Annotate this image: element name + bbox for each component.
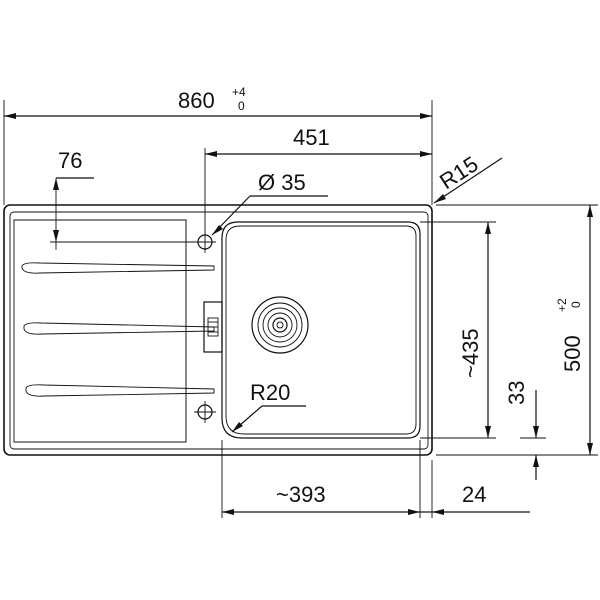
dim-overall-depth: 500 +2 0 bbox=[436, 204, 598, 456]
dim-overall-width-value: 860 bbox=[178, 88, 215, 113]
overflow-slot bbox=[203, 301, 223, 353]
dim-overall-width-tol-lower: 0 bbox=[238, 99, 245, 113]
dim-overall-depth-value: 500 bbox=[560, 335, 585, 372]
drainer-groove-1 bbox=[21, 262, 215, 274]
sink-inner-rim bbox=[9, 211, 429, 450]
dim-bowl-offset: 451 bbox=[204, 125, 432, 232]
dim-overall-width: 860 +4 0 bbox=[3, 85, 433, 205]
dim-bowl-width: ~393 bbox=[221, 440, 421, 518]
dim-bowl-depth: ~435 bbox=[420, 221, 496, 439]
dim-bowl-width-value: ~393 bbox=[276, 482, 326, 507]
dim-overall-width-tol-upper: +4 bbox=[232, 85, 246, 99]
dim-overall-depth-tol-lower: 0 bbox=[569, 301, 583, 308]
dim-corner-radius-value: R15 bbox=[435, 151, 482, 194]
dim-rim-right-value: 24 bbox=[462, 482, 486, 507]
dim-hole-diameter: Ø 35 bbox=[211, 170, 328, 236]
sink-outline bbox=[3, 204, 433, 456]
dim-drainer-offset-value: 76 bbox=[58, 148, 82, 173]
drain-icon bbox=[251, 296, 309, 354]
tap-hole-top-icon bbox=[194, 231, 216, 253]
drainer-area bbox=[13, 219, 187, 443]
drainer-groove-2 bbox=[23, 322, 215, 335]
drainer-groove-3 bbox=[25, 384, 215, 397]
dim-rim-bottom-value: 33 bbox=[504, 381, 529, 405]
bowl-inner-edge bbox=[225, 225, 417, 435]
dim-rim-bottom: 33 bbox=[504, 381, 546, 480]
tap-hole-bottom-icon bbox=[194, 401, 216, 423]
dim-bowl-offset-value: 451 bbox=[293, 125, 330, 150]
dim-rim-right: 24 bbox=[420, 460, 530, 518]
dim-overall-depth-tol-upper: +2 bbox=[555, 298, 569, 312]
dim-bowl-corner-radius: R20 bbox=[231, 380, 306, 433]
dim-bowl-depth-value: ~435 bbox=[458, 328, 483, 378]
dim-corner-radius: R15 bbox=[433, 151, 503, 204]
bowl-outline bbox=[221, 221, 421, 439]
dim-hole-diameter-value: Ø 35 bbox=[258, 170, 306, 195]
dim-drainer-offset: 76 bbox=[50, 148, 196, 250]
dim-bowl-corner-radius-value: R20 bbox=[250, 380, 290, 405]
